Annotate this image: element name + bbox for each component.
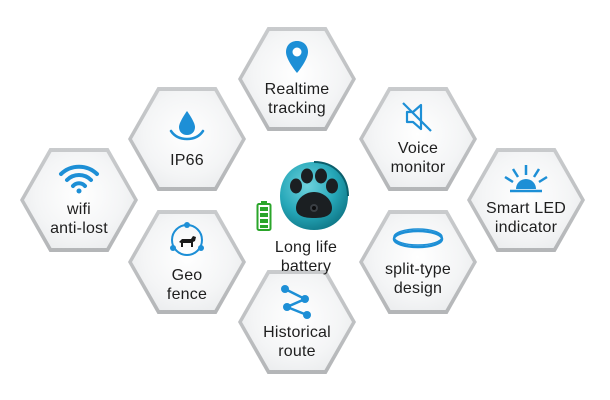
feature-voice-monitor: Voice monitor [359, 87, 477, 191]
paw-tracker-device-icon [280, 161, 349, 230]
feature-label: Long life battery [274, 239, 338, 275]
feature-smart-led: Smart LED indicator [467, 148, 585, 252]
feature-long-life-battery: Long life battery [248, 150, 364, 280]
feature-geo-fence: Geo fence [128, 210, 246, 314]
feature-wifi-anti-lost: wifi anti-lost [20, 148, 138, 252]
water-drop-icon [169, 110, 205, 140]
feature-ip66: IP66 [128, 87, 246, 191]
feature-label: IP66 [170, 151, 204, 169]
speaker-mute-icon [402, 102, 432, 132]
feature-label: Historical route [263, 324, 331, 360]
route-icon [281, 285, 311, 319]
location-pin-icon [286, 41, 308, 73]
feature-label: Voice monitor [390, 140, 446, 176]
led-light-icon [504, 165, 548, 193]
wifi-icon [59, 164, 99, 194]
feature-label: split-type design [384, 261, 452, 297]
feature-realtime-tracking: Realtime tracking [238, 27, 356, 131]
feature-historical-route: Historical route [238, 270, 356, 374]
feature-split-type-design: split-type design [359, 210, 477, 314]
ring-icon [392, 228, 444, 249]
geofence-dog-icon [170, 222, 204, 256]
feature-label: Realtime tracking [264, 81, 330, 117]
battery-icon [256, 201, 272, 231]
feature-label: Smart LED indicator [485, 200, 567, 236]
feature-label: Geo fence [166, 267, 208, 303]
feature-label: wifi anti-lost [50, 201, 108, 237]
